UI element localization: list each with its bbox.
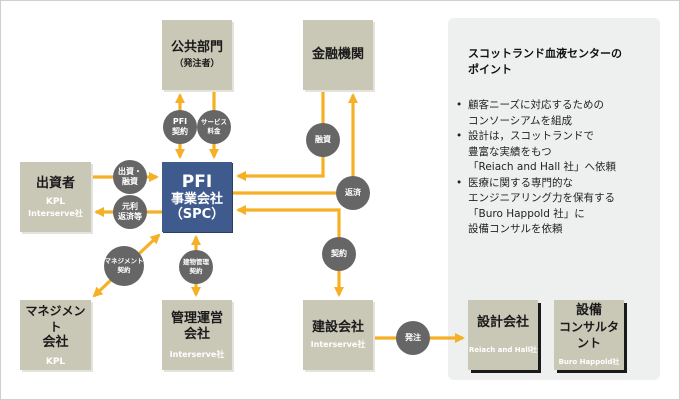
label-contract: 契約 xyxy=(322,237,356,271)
label-order: 発注 xyxy=(396,321,430,355)
bullet-icon: • xyxy=(456,130,463,142)
spc-line-1: PFI xyxy=(181,171,213,192)
investor-company-2: Interserve社 xyxy=(28,208,83,218)
management-company-name: KPL xyxy=(45,356,66,367)
equipment-consultant-title-1: 設備 xyxy=(575,302,602,318)
spc-line-2: 事業会社 xyxy=(170,191,223,207)
label-investment-financing: 出資・ 融資 xyxy=(113,160,147,194)
panel-point: • 顧客ニーズに対応するための コンソーシアムを組成 xyxy=(452,98,658,129)
equipment-consultant-name: Buro Happold社 xyxy=(558,357,620,366)
label-management-contract: マネジメント 契約 xyxy=(104,246,144,286)
node-management-company: マネジメント 会社 KPL xyxy=(20,300,91,370)
bullet-icon: • xyxy=(456,176,463,189)
label-service-fee: サービス 料金 xyxy=(197,110,231,144)
node-operation-company: 管理運営 会社 Interserve社 xyxy=(162,300,232,370)
investor-title: 出資者 xyxy=(35,175,75,191)
construction-company-name: Interserve社 xyxy=(310,340,366,349)
panel-point-text: 設計は，スコットランドで 豊富な実績をもつ 「Reiach and Hall 社… xyxy=(468,130,616,173)
panel-point-text: 医療に関する専門的な エンジニアリング力を保有する 「Buro Happold … xyxy=(468,176,615,236)
management-company-title-2: 会社 xyxy=(42,334,69,350)
label-pfi-contract: PFI 契約 xyxy=(163,110,197,144)
panel-point-text: 顧客ニーズに対応するための コンソーシアムを組成 xyxy=(468,99,604,127)
label-financing: 融資 xyxy=(306,123,340,157)
construction-company-title: 建設会社 xyxy=(311,320,364,335)
design-company-name: Reiach and Hall社 xyxy=(468,345,538,354)
panel-points: • 顧客ニーズに対応するための コンソーシアムを組成 • 設計は，スコットランドで … xyxy=(452,98,658,238)
panel-title: スコットランド血液センターの ポイント xyxy=(468,47,622,76)
design-company-title: 設計会社 xyxy=(476,314,529,330)
management-company-title-1: マネジメント xyxy=(25,303,86,334)
node-equipment-consultant: 設備 コンサルタント Buro Happold社 xyxy=(554,300,624,370)
node-spc: PFI 事業会社 （SPC） xyxy=(162,162,232,232)
bullet-icon: • xyxy=(456,99,463,111)
operation-company-title-2: 会社 xyxy=(183,326,210,342)
node-investor: 出資者 KPL Interserve社 xyxy=(20,162,91,232)
node-design-company: 設計会社 Reiach and Hall社 xyxy=(468,300,538,370)
label-building-mgmt-contract: 建物管理 契約 xyxy=(179,250,213,284)
label-repayment: 返済 xyxy=(336,176,370,210)
operation-company-name: Interserve社 xyxy=(169,349,225,359)
label-principal-repayment: 元利 返済等 xyxy=(113,195,147,229)
arrow-financing xyxy=(235,90,325,182)
equipment-consultant-title-2: コンサルタント xyxy=(558,319,619,350)
financial-institution-title: 金融機関 xyxy=(311,47,364,62)
arrow-contract-spc xyxy=(235,204,341,246)
panel-point: • 設計は，スコットランドで 豊富な実績をもつ 「Reiach and Hall … xyxy=(452,129,658,176)
node-construction-company: 建設会社 Interserve社 xyxy=(303,300,373,370)
panel-point: • 医療に関する専門的な エンジニアリング力を保有する 「Buro Happold… xyxy=(452,176,658,238)
node-financial-institution: 金融機関 xyxy=(303,20,373,90)
operation-company-title-1: 管理運営 xyxy=(170,310,223,326)
investor-company-1: KPL xyxy=(45,196,66,207)
public-sector-title: 公共部門 xyxy=(170,40,223,55)
spc-line-3: （SPC） xyxy=(169,206,225,222)
public-sector-sub: （発注者） xyxy=(174,59,220,69)
node-public-sector: 公共部門 （発注者） xyxy=(162,20,232,90)
